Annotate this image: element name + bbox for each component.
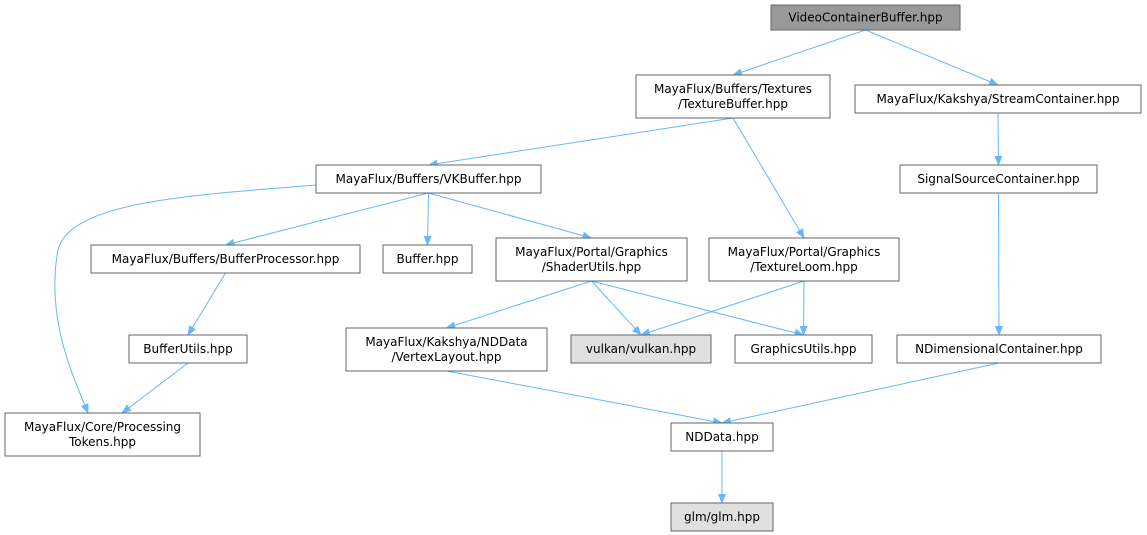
node-vkbuf[interactable]: MayaFlux/Buffers/VKBuffer.hpp bbox=[315, 164, 542, 194]
node-nddata[interactable]: NDData.hpp bbox=[670, 422, 774, 452]
node-box bbox=[899, 164, 1098, 194]
edge-shader-to-gfxutils bbox=[591, 280, 805, 337]
edge-vkbuf-to-shader bbox=[428, 192, 593, 240]
node-label: SignalSourceContainer.hpp bbox=[917, 172, 1079, 186]
node-gfxutils[interactable]: GraphicsUtils.hpp bbox=[734, 334, 873, 364]
edge-texloom-to-gfxutils bbox=[799, 280, 808, 336]
node-vertex[interactable]: MayaFlux/Kakshya/NDData/VertexLayout.hpp bbox=[345, 327, 548, 372]
edge-stream-to-sigsrc bbox=[994, 112, 1003, 166]
node-box bbox=[635, 74, 831, 119]
node-label: glm/glm.hpp bbox=[684, 510, 760, 524]
node-texbuf[interactable]: MayaFlux/Buffers/Textures/TextureBuffer.… bbox=[635, 74, 831, 119]
edge-vkbuf-to-proctok bbox=[54, 184, 317, 414]
node-box bbox=[896, 334, 1102, 364]
node-buffer[interactable]: Buffer.hpp bbox=[382, 244, 473, 274]
edge-bufutils-to-proctok bbox=[121, 362, 189, 414]
edge-texloom-to-vulkan bbox=[640, 280, 805, 336]
node-box bbox=[570, 334, 712, 364]
nodes-layer: VideoContainerBuffer.hppMayaFlux/Buffers… bbox=[4, 4, 1142, 532]
node-label: MayaFlux/Portal/Graphics bbox=[515, 245, 668, 259]
node-texloom[interactable]: MayaFlux/Portal/Graphics/TextureLoom.hpp bbox=[708, 237, 900, 282]
node-label: /TextureBuffer.hpp bbox=[678, 97, 788, 111]
node-stream[interactable]: MayaFlux/Kakshya/StreamContainer.hpp bbox=[854, 84, 1142, 114]
node-box bbox=[382, 244, 473, 274]
node-label: VideoContainerBuffer.hpp bbox=[788, 11, 942, 25]
edge-bufproc-to-bufutils bbox=[187, 272, 226, 336]
node-box bbox=[670, 422, 774, 452]
edge-texbuf-to-texloom bbox=[732, 117, 805, 239]
node-box bbox=[90, 244, 361, 274]
node-shader[interactable]: MayaFlux/Portal/Graphics/ShaderUtils.hpp bbox=[495, 237, 688, 282]
node-sigsrc[interactable]: SignalSourceContainer.hpp bbox=[899, 164, 1098, 194]
edge-ndcont-to-nddata bbox=[721, 362, 1000, 426]
node-label: NDimensionalContainer.hpp bbox=[915, 342, 1083, 356]
edge-sigsrc-to-ndcont bbox=[994, 192, 1003, 336]
node-label: /VertexLayout.hpp bbox=[391, 350, 501, 364]
node-bufutils[interactable]: BufferUtils.hpp bbox=[128, 334, 248, 364]
node-box bbox=[708, 237, 900, 282]
node-label: /ShaderUtils.hpp bbox=[542, 260, 642, 274]
edge-shader-to-vertex bbox=[445, 280, 592, 330]
node-box bbox=[4, 412, 201, 457]
node-label: vulkan/vulkan.hpp bbox=[586, 342, 696, 356]
node-box bbox=[128, 334, 248, 364]
node-label: MayaFlux/Core/Processing bbox=[24, 420, 181, 434]
node-label: Tokens.hpp bbox=[68, 435, 136, 449]
node-label: NDData.hpp bbox=[685, 430, 759, 444]
node-label: BufferUtils.hpp bbox=[143, 342, 232, 356]
node-box bbox=[734, 334, 873, 364]
edge-shader-to-vulkan bbox=[591, 280, 642, 336]
node-label: GraphicsUtils.hpp bbox=[750, 342, 856, 356]
node-box bbox=[315, 164, 542, 194]
edge-vkbuf-to-bufproc bbox=[224, 192, 429, 247]
node-box bbox=[345, 327, 548, 372]
edge-root-to-stream bbox=[865, 29, 999, 86]
node-ndcont[interactable]: NDimensionalContainer.hpp bbox=[896, 334, 1102, 364]
node-root[interactable]: VideoContainerBuffer.hpp bbox=[770, 4, 961, 31]
edges-layer bbox=[54, 29, 1003, 504]
node-box bbox=[670, 502, 774, 532]
node-label: MayaFlux/Portal/Graphics bbox=[728, 245, 881, 259]
node-bufproc[interactable]: MayaFlux/Buffers/BufferProcessor.hpp bbox=[90, 244, 361, 274]
node-label: MayaFlux/Kakshya/NDData bbox=[365, 335, 527, 349]
edge-texbuf-to-vkbuf bbox=[427, 117, 734, 168]
edge-vkbuf-to-buffer bbox=[423, 192, 432, 246]
node-label: Buffer.hpp bbox=[397, 252, 459, 266]
node-vulkan[interactable]: vulkan/vulkan.hpp bbox=[570, 334, 712, 364]
node-label: MayaFlux/Buffers/BufferProcessor.hpp bbox=[112, 252, 340, 266]
node-box bbox=[854, 84, 1142, 114]
edge-vertex-to-nddata bbox=[446, 370, 723, 426]
edge-root-to-texbuf bbox=[732, 29, 866, 76]
node-box bbox=[770, 4, 961, 31]
node-label: MayaFlux/Buffers/VKBuffer.hpp bbox=[336, 172, 522, 186]
node-label: MayaFlux/Kakshya/StreamContainer.hpp bbox=[876, 92, 1119, 106]
node-label: /TextureLoom.hpp bbox=[750, 260, 857, 274]
node-label: MayaFlux/Buffers/Textures bbox=[654, 82, 812, 96]
node-box bbox=[495, 237, 688, 282]
node-glm[interactable]: glm/glm.hpp bbox=[670, 502, 774, 532]
